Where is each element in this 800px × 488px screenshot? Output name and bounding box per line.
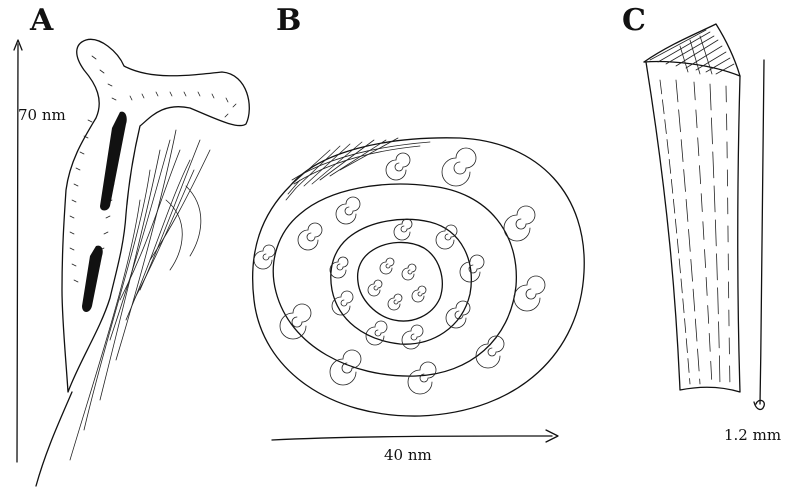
spiral: [393, 218, 413, 241]
panel-a: A 70 nm: [13, 3, 250, 487]
panel-a-scale-label: 70 nm: [18, 106, 66, 124]
panel-b-outer-ring: [251, 137, 585, 417]
spiral: [385, 152, 411, 181]
spiral: [279, 303, 312, 340]
panel-b-letter: B: [276, 3, 301, 38]
panel-c-scale-bar: [753, 59, 765, 411]
spiral: [329, 256, 349, 279]
panel-b-spirals: [253, 147, 546, 395]
spiral: [441, 147, 477, 187]
spiral: [445, 300, 471, 329]
panel-b-hatching: [285, 137, 431, 201]
spiral: [435, 224, 458, 250]
panel-c-striations: [659, 79, 731, 389]
spiral: [365, 320, 388, 346]
panel-b-scale-bar: [271, 429, 559, 443]
spiral: [401, 263, 417, 281]
panel-a-central-streak-upper: [100, 111, 127, 211]
panel-c-cap-hatching: [643, 23, 741, 77]
spiral: [411, 285, 427, 303]
panel-a-organism-outline: [61, 38, 250, 393]
panel-a-trailing-line: [35, 391, 73, 487]
spiral: [407, 361, 437, 395]
panel-c-letter: C: [622, 3, 646, 38]
spiral: [329, 349, 362, 386]
panel-a-fibrous-strands: [69, 129, 211, 461]
panel-b: B: [251, 3, 585, 464]
panel-a-letter: A: [29, 3, 54, 38]
spiral: [331, 290, 354, 316]
panel-b-scale-label: 40 nm: [384, 446, 432, 464]
spiral: [459, 254, 485, 283]
spiral: [513, 275, 546, 312]
spiral: [335, 196, 361, 225]
panel-c-shaft-outline: [643, 60, 741, 393]
panel-c: C 1.2 mm: [622, 3, 781, 444]
panel-b-second-ring: [272, 183, 517, 377]
panel-c-scale-label: 1.2 mm: [724, 426, 781, 444]
spiral: [253, 244, 276, 270]
spiral: [401, 324, 424, 350]
spiral: [379, 257, 395, 275]
spiral: [503, 205, 536, 242]
panel-b-third-ring: [330, 218, 472, 345]
spiral: [297, 222, 323, 251]
panel-a-central-streak-lower: [82, 245, 103, 312]
spiral: [387, 293, 403, 311]
panel-a-scale-bar: [13, 39, 23, 463]
panel-b-inner-ring: [356, 241, 443, 322]
spiral: [367, 279, 383, 297]
spiral: [475, 335, 505, 369]
